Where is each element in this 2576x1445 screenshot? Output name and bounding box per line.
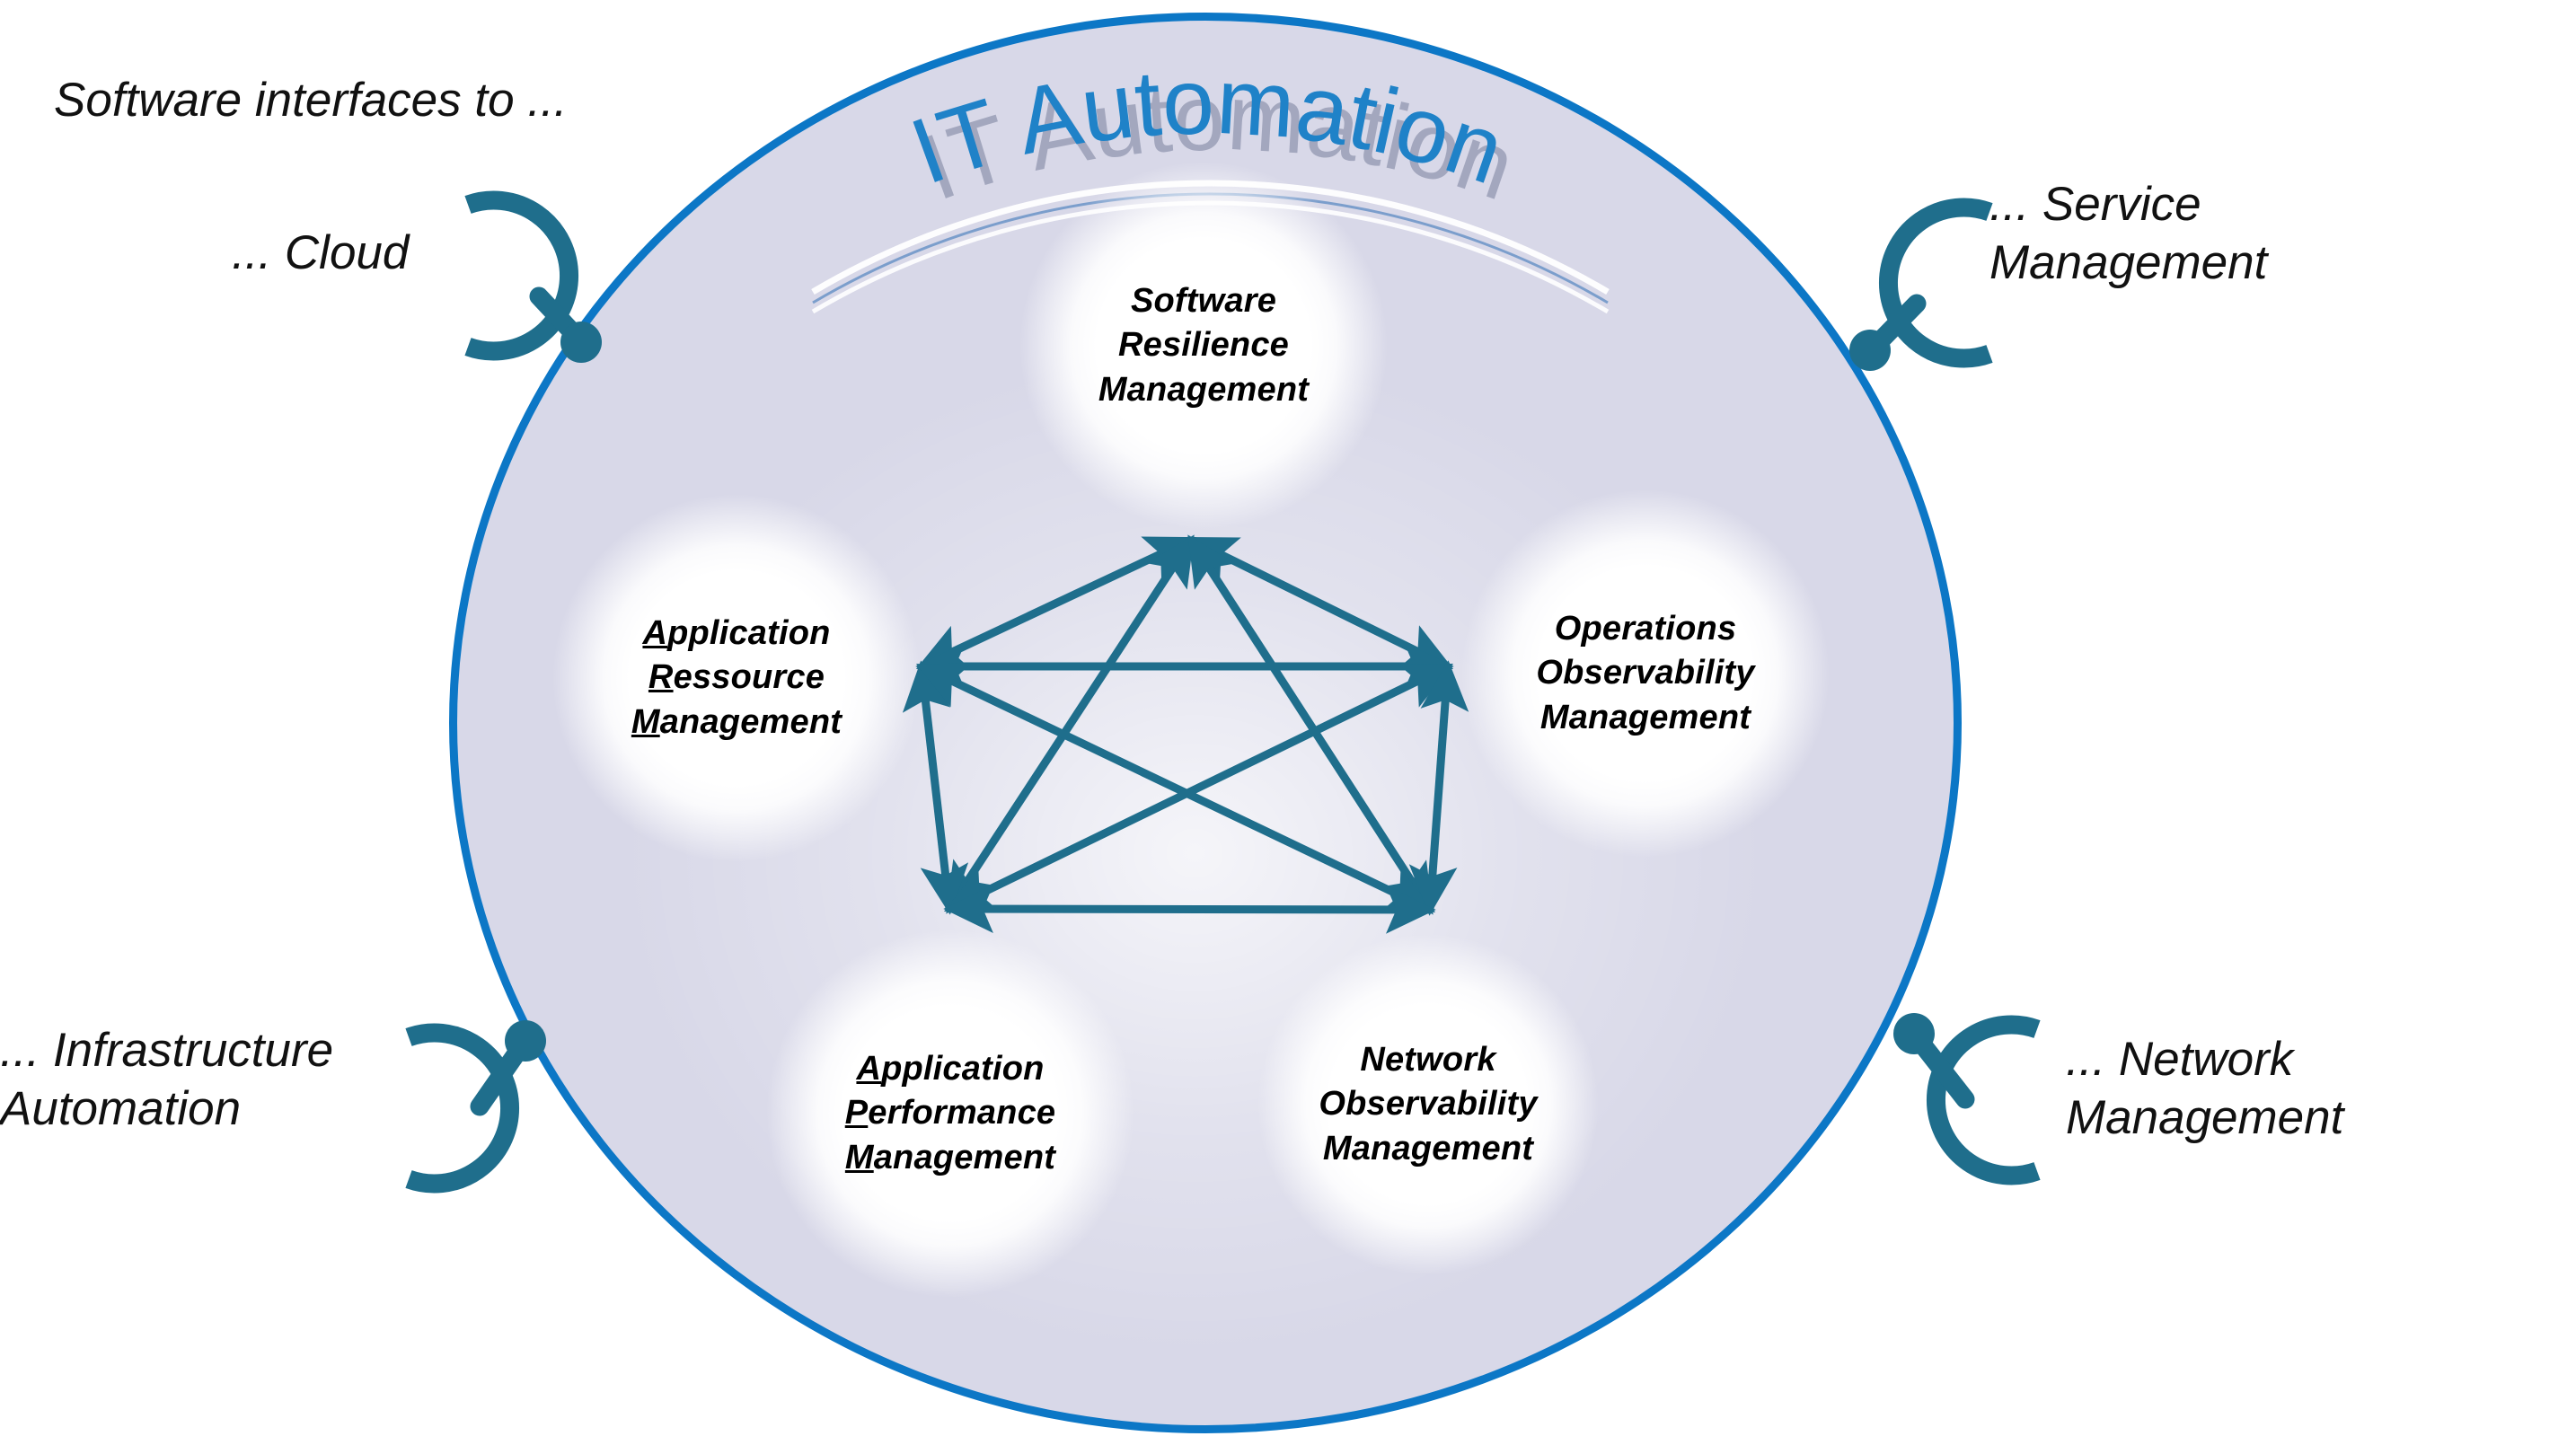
node-label-oom: Operations Observability Management xyxy=(1536,609,1755,736)
boundary-dot-network-management xyxy=(1893,1013,1935,1054)
node-label-arm: Application Ressource Management xyxy=(631,613,842,741)
node-bubble-software-resilience-management[interactable]: Software Resilience Management xyxy=(1019,162,1388,530)
node-label-srm: Software Resilience Management xyxy=(1098,281,1310,409)
interface-label-cloud[interactable]: ... Cloud xyxy=(232,226,410,279)
connector-cloud[interactable] xyxy=(464,190,602,363)
node-bubble-application-ressource-management[interactable]: Application Ressource Management xyxy=(552,494,921,862)
interface-label-infrastructure-automation[interactable]: ... Infrastructure Automation xyxy=(0,1024,334,1135)
socket-arc-infrastructure-automation xyxy=(405,1023,519,1194)
interfaces-heading: Software interfaces to ... xyxy=(54,74,568,127)
node-label-nom: Network Observability Management xyxy=(1319,1040,1538,1167)
interface-label-service-management[interactable]: ... Service Management xyxy=(1989,178,2268,289)
socket-arc-service-management xyxy=(1879,198,1993,368)
connector-infrastructure-automation[interactable] xyxy=(405,1020,546,1194)
connector-service-management[interactable] xyxy=(1849,198,1993,371)
socket-arc-cloud xyxy=(464,190,578,361)
interface-label-network-management[interactable]: ... Network Management xyxy=(2066,1033,2344,1144)
node-bubble-network-observability-management[interactable]: Network Observability Management xyxy=(1257,934,1599,1275)
connector-network-management[interactable] xyxy=(1893,1013,2041,1185)
node-bubble-operations-observability-management[interactable]: Operations Observability Management xyxy=(1461,489,1830,858)
boundary-dot-infrastructure-automation xyxy=(505,1020,546,1062)
socket-arc-network-management xyxy=(1927,1015,2041,1185)
boundary-dot-service-management xyxy=(1849,330,1891,371)
boundary-dot-cloud xyxy=(560,322,602,363)
node-bubble-application-performance-management[interactable]: Application Performance Management xyxy=(766,930,1134,1298)
node-label-apm: Application Performance Management xyxy=(844,1049,1056,1176)
